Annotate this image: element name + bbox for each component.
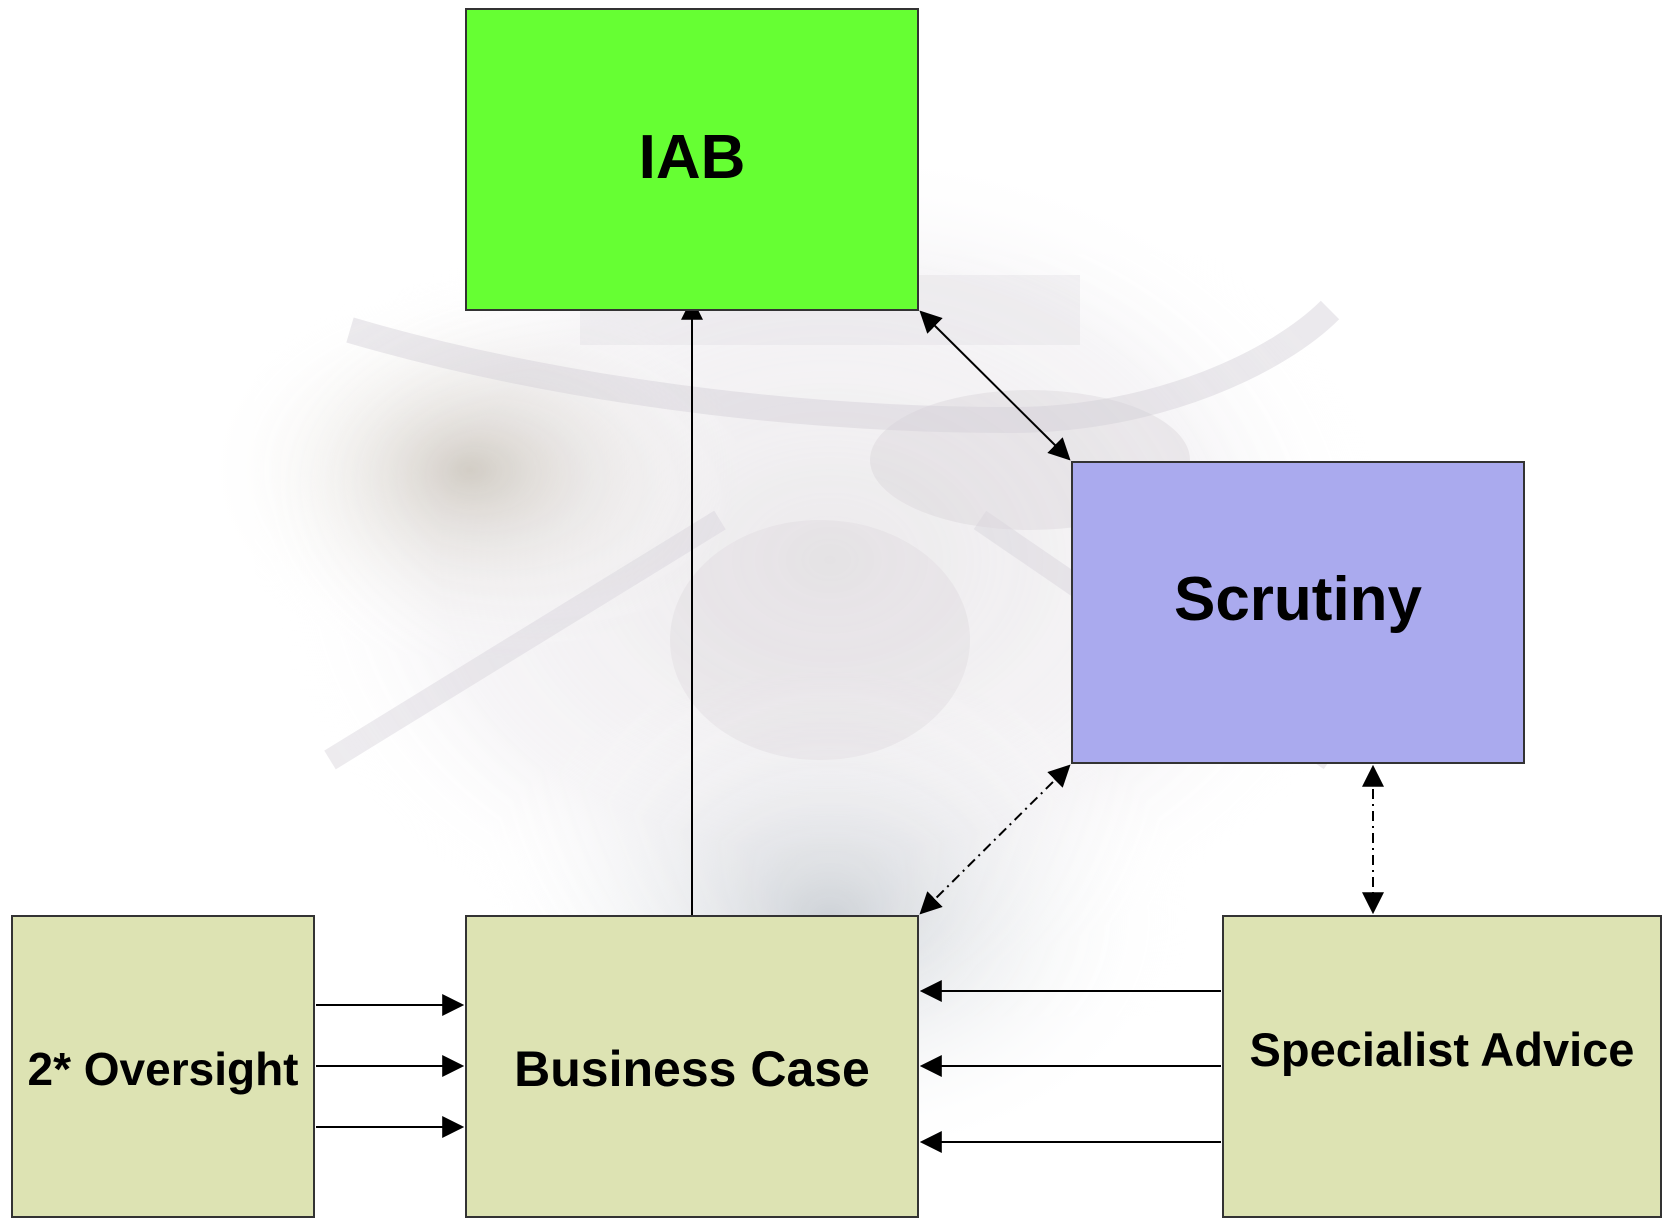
node-iab-label: IAB [638, 123, 746, 192]
connector-business-scrutiny [919, 764, 1071, 915]
node-business-case: Business Case [465, 915, 919, 1218]
connector-iab-scrutiny [919, 310, 1071, 461]
node-specialist-advice: Specialist Advice [1222, 915, 1662, 1218]
node-2star-oversight-label: 2* Oversight [27, 1042, 299, 1095]
node-specialist-advice-label: Specialist Advice [1249, 1023, 1635, 1076]
node-iab: IAB [465, 8, 919, 311]
node-scrutiny-label: Scrutiny [1173, 565, 1423, 634]
node-scrutiny: Scrutiny [1071, 461, 1525, 764]
node-business-case-label: Business Case [514, 1040, 870, 1097]
node-2star-oversight: 2* Oversight [11, 915, 315, 1218]
